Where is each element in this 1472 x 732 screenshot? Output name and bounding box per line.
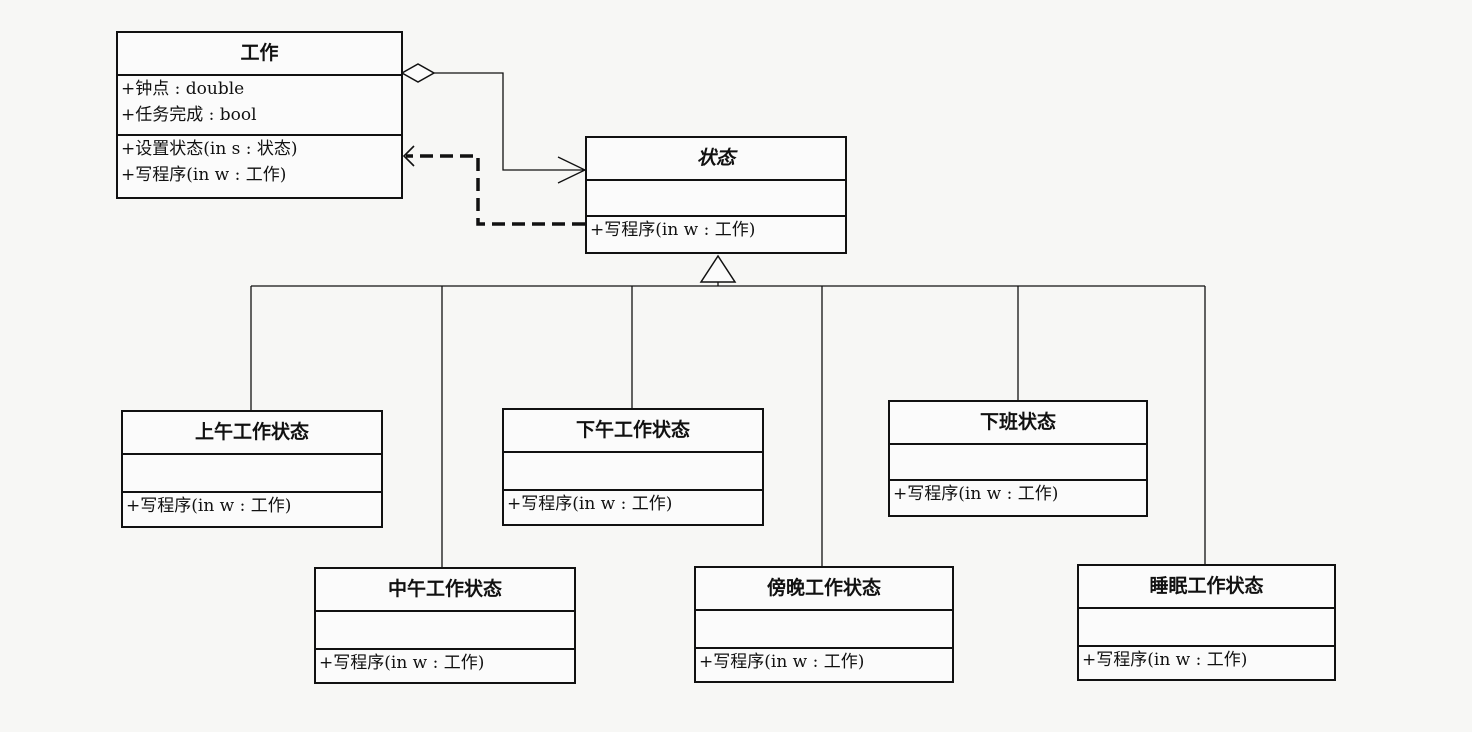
dependency-line	[406, 154, 585, 226]
attribute-section	[696, 611, 952, 649]
class-afternoon-state[interactable]: 下午工作状态 +写程序(in w : 工作)	[502, 408, 764, 526]
class-name: 下午工作状态	[504, 410, 762, 453]
attribute-section: +钟点 : double +任务完成 : bool	[118, 76, 401, 136]
operation-section: +写程序(in w : 工作)	[316, 650, 574, 676]
operation: +写程序(in w : 工作)	[590, 220, 756, 240]
aggregation-line	[434, 72, 585, 171]
operation-section: +写程序(in w : 工作)	[696, 649, 952, 675]
attribute-section	[316, 612, 574, 650]
operation-section: +设置状态(in s : 状态) +写程序(in w : 工作)	[118, 136, 401, 188]
class-rest-state[interactable]: 下班状态 +写程序(in w : 工作)	[888, 400, 1148, 517]
class-name: 工作	[118, 33, 401, 76]
attribute: +任务完成 : bool	[121, 105, 257, 125]
generalization-triangle	[699, 254, 737, 283]
class-name: 睡眠工作状态	[1079, 566, 1334, 609]
class-evening-state[interactable]: 傍晚工作状态 +写程序(in w : 工作)	[694, 566, 954, 683]
class-morning-state[interactable]: 上午工作状态 +写程序(in w : 工作)	[121, 410, 383, 528]
attribute-section	[890, 445, 1146, 481]
attribute-section	[123, 455, 381, 493]
class-work[interactable]: 工作 +钟点 : double +任务完成 : bool +设置状态(in s …	[116, 31, 403, 199]
class-name: 状态	[587, 138, 845, 181]
operation: +写程序(in w : 工作)	[699, 652, 865, 672]
class-name: 下班状态	[890, 402, 1146, 445]
class-sleeping-state[interactable]: 睡眠工作状态 +写程序(in w : 工作)	[1077, 564, 1336, 681]
operation-section: +写程序(in w : 工作)	[587, 217, 845, 243]
class-name: 上午工作状态	[123, 412, 381, 455]
operation-section: +写程序(in w : 工作)	[123, 493, 381, 519]
attribute-section	[1079, 609, 1334, 647]
attribute-section	[504, 453, 762, 491]
operation: +写程序(in w : 工作)	[893, 484, 1059, 504]
class-name: 中午工作状态	[316, 569, 574, 612]
class-name: 傍晚工作状态	[696, 568, 952, 611]
dependency-arrowhead	[402, 145, 415, 167]
operation: +写程序(in w : 工作)	[121, 165, 287, 185]
operation: +写程序(in w : 工作)	[126, 496, 292, 516]
aggregation-diamond	[400, 63, 436, 83]
class-noon-state[interactable]: 中午工作状态 +写程序(in w : 工作)	[314, 567, 576, 684]
operation-section: +写程序(in w : 工作)	[504, 491, 762, 517]
attribute-section	[587, 181, 845, 217]
class-state[interactable]: 状态 +写程序(in w : 工作)	[585, 136, 847, 254]
operation: +写程序(in w : 工作)	[319, 653, 485, 673]
attribute: +钟点 : double	[121, 79, 245, 99]
operation-section: +写程序(in w : 工作)	[890, 481, 1146, 507]
operation-section: +写程序(in w : 工作)	[1079, 647, 1334, 673]
operation: +写程序(in w : 工作)	[507, 494, 673, 514]
operation: +写程序(in w : 工作)	[1082, 650, 1248, 670]
operation: +设置状态(in s : 状态)	[121, 139, 298, 159]
